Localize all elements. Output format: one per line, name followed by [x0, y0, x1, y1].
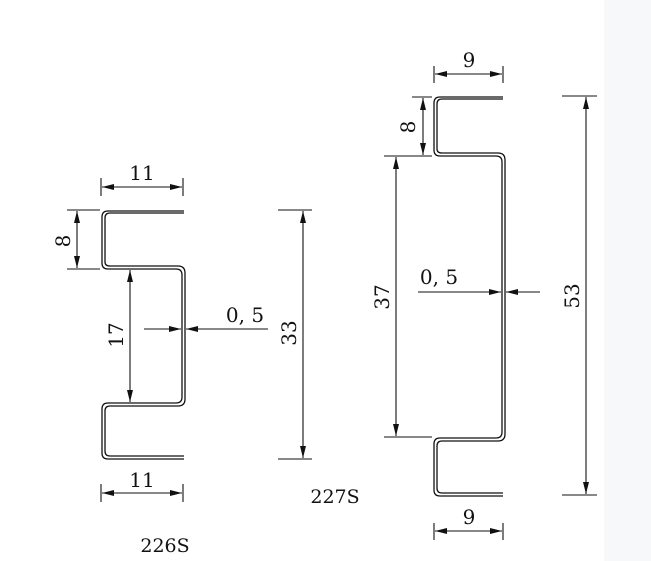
profile-227s-caption: 227S [310, 486, 359, 508]
dim-226s-total-height-label: 33 [277, 320, 301, 345]
dim-227s-top-width-label: 9 [463, 48, 476, 72]
dim-227s-bottom-width-label: 9 [463, 505, 476, 529]
profile-227s-inner-line [436, 98, 506, 494]
profile-226s: 11 8 17 0, 5 33 11 226S [51, 161, 312, 557]
dim-226s-thickness-label: 0, 5 [226, 303, 264, 327]
profile-226s-caption: 226S [140, 535, 189, 557]
dim-227s-flange-depth-label: 8 [396, 121, 420, 134]
profile-227s-outline [433, 96, 503, 497]
dim-226s-bottom-width-label: 11 [129, 468, 154, 492]
dim-227s-total-height-label: 53 [560, 283, 584, 308]
dim-226s-inner-height-label: 17 [104, 322, 128, 347]
dim-226s-top-width-label: 11 [129, 161, 154, 185]
dim-227s-inner-height-label: 37 [370, 284, 394, 309]
technical-drawing: 11 8 17 0, 5 33 11 226S [51, 48, 597, 557]
profile-227s: 9 8 37 0, 5 53 9 227S [310, 48, 597, 540]
profile-226s-inner-line [104, 212, 186, 457]
side-panel [604, 0, 651, 561]
profile-226s-outline [101, 210, 184, 460]
dim-227s-thickness-label: 0, 5 [420, 265, 458, 289]
dim-226s-flange-depth-label: 8 [51, 235, 75, 248]
